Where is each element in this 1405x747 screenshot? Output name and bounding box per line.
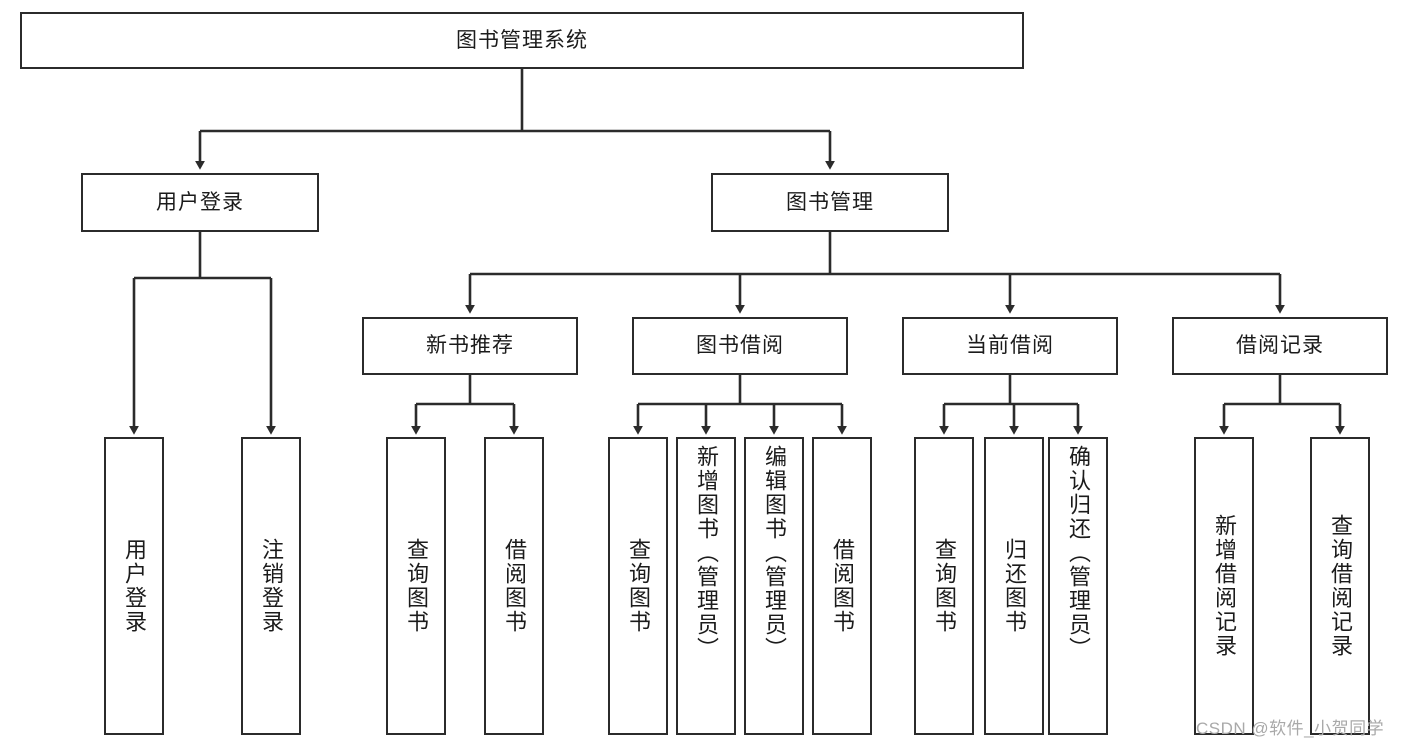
node-user-login[interactable]: 用户登录: [81, 173, 319, 232]
node-leaf-edit-book-admin[interactable]: 编辑图书（管理员）: [744, 437, 804, 735]
node-leaf-query-books-current-label: 查询图书: [931, 538, 957, 634]
node-leaf-query-books-borrow-label: 查询图书: [625, 538, 651, 634]
node-book-management[interactable]: 图书管理: [711, 173, 949, 232]
node-leaf-confirm-return-admin[interactable]: 确认归还（管理员）: [1048, 437, 1108, 735]
node-leaf-query-borrow-record[interactable]: 查询借阅记录: [1310, 437, 1370, 735]
node-leaf-return-book[interactable]: 归还图书: [984, 437, 1044, 735]
node-root[interactable]: 图书管理系统: [20, 12, 1024, 69]
node-leaf-borrow-book-label: 借阅图书: [829, 538, 855, 634]
node-current-borrow[interactable]: 当前借阅: [902, 317, 1118, 375]
node-leaf-add-borrow-record[interactable]: 新增借阅记录: [1194, 437, 1254, 735]
node-leaf-add-book-admin[interactable]: 新增图书（管理员）: [676, 437, 736, 735]
node-leaf-confirm-return-admin-label: 确认归还（管理员）: [1065, 445, 1091, 661]
node-leaf-add-borrow-record-label: 新增借阅记录: [1211, 514, 1237, 658]
node-leaf-query-books-rec[interactable]: 查询图书: [386, 437, 446, 735]
node-new-book-recommend[interactable]: 新书推荐: [362, 317, 578, 375]
node-user-login-label: 用户登录: [156, 190, 244, 214]
node-leaf-add-book-admin-label: 新增图书（管理员）: [693, 445, 719, 661]
node-leaf-logout-label: 注销登录: [258, 538, 284, 634]
node-book-borrow[interactable]: 图书借阅: [632, 317, 848, 375]
node-leaf-logout[interactable]: 注销登录: [241, 437, 301, 735]
node-leaf-borrow-book[interactable]: 借阅图书: [812, 437, 872, 735]
csdn-watermark: CSDN @软件_小贺同学: [1196, 719, 1385, 738]
node-leaf-borrow-books-rec[interactable]: 借阅图书: [484, 437, 544, 735]
node-new-book-recommend-label: 新书推荐: [426, 334, 514, 358]
node-leaf-query-books-borrow[interactable]: 查询图书: [608, 437, 668, 735]
node-leaf-user-login-label: 用户登录: [121, 538, 147, 634]
node-root-label: 图书管理系统: [456, 28, 588, 52]
node-current-borrow-label: 当前借阅: [966, 334, 1054, 358]
node-leaf-edit-book-admin-label: 编辑图书（管理员）: [761, 445, 787, 661]
node-book-management-label: 图书管理: [786, 190, 874, 214]
node-leaf-borrow-books-rec-label: 借阅图书: [501, 538, 527, 634]
node-leaf-return-book-label: 归还图书: [1001, 538, 1027, 634]
node-leaf-query-books-rec-label: 查询图书: [403, 538, 429, 634]
node-borrow-record-label: 借阅记录: [1236, 334, 1324, 358]
node-leaf-query-borrow-record-label: 查询借阅记录: [1327, 514, 1353, 658]
node-borrow-record[interactable]: 借阅记录: [1172, 317, 1388, 375]
node-book-borrow-label: 图书借阅: [696, 334, 784, 358]
node-leaf-query-books-current[interactable]: 查询图书: [914, 437, 974, 735]
node-leaf-user-login[interactable]: 用户登录: [104, 437, 164, 735]
